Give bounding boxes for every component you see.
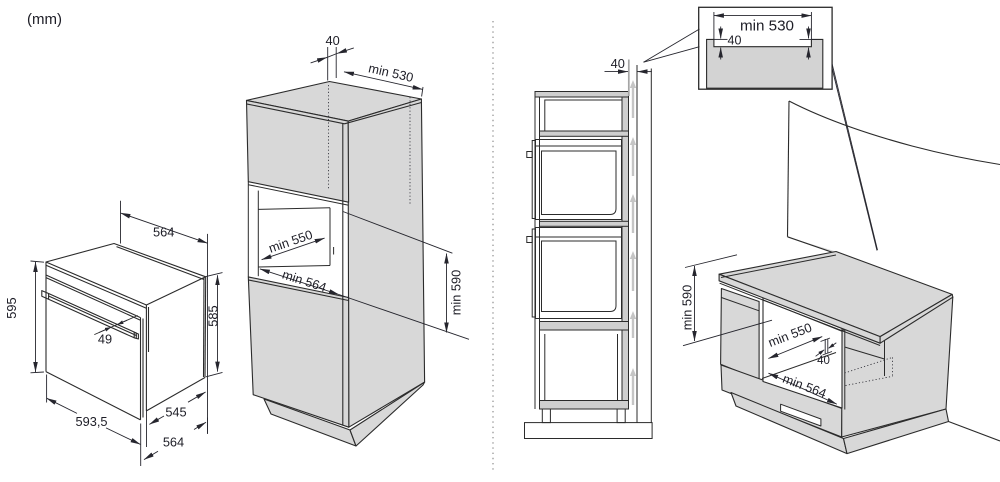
- svg-text:min 550: min 550: [267, 227, 315, 256]
- svg-text:40: 40: [728, 34, 742, 48]
- svg-text:40: 40: [611, 56, 625, 71]
- svg-text:40: 40: [325, 33, 339, 48]
- svg-text:min 590: min 590: [449, 270, 464, 316]
- svg-text:40: 40: [817, 355, 830, 367]
- svg-text:min 530: min 530: [740, 18, 794, 35]
- svg-text:min 530: min 530: [367, 60, 415, 85]
- svg-text:564: 564: [163, 435, 184, 450]
- svg-text:564: 564: [153, 225, 174, 240]
- svg-text:585: 585: [206, 305, 221, 326]
- svg-text:(mm): (mm): [27, 11, 62, 28]
- svg-text:545: 545: [165, 405, 186, 420]
- svg-text:49: 49: [98, 332, 112, 347]
- svg-text:min 590: min 590: [680, 285, 695, 331]
- svg-text:595: 595: [4, 297, 19, 318]
- svg-text:593,5: 593,5: [75, 414, 107, 429]
